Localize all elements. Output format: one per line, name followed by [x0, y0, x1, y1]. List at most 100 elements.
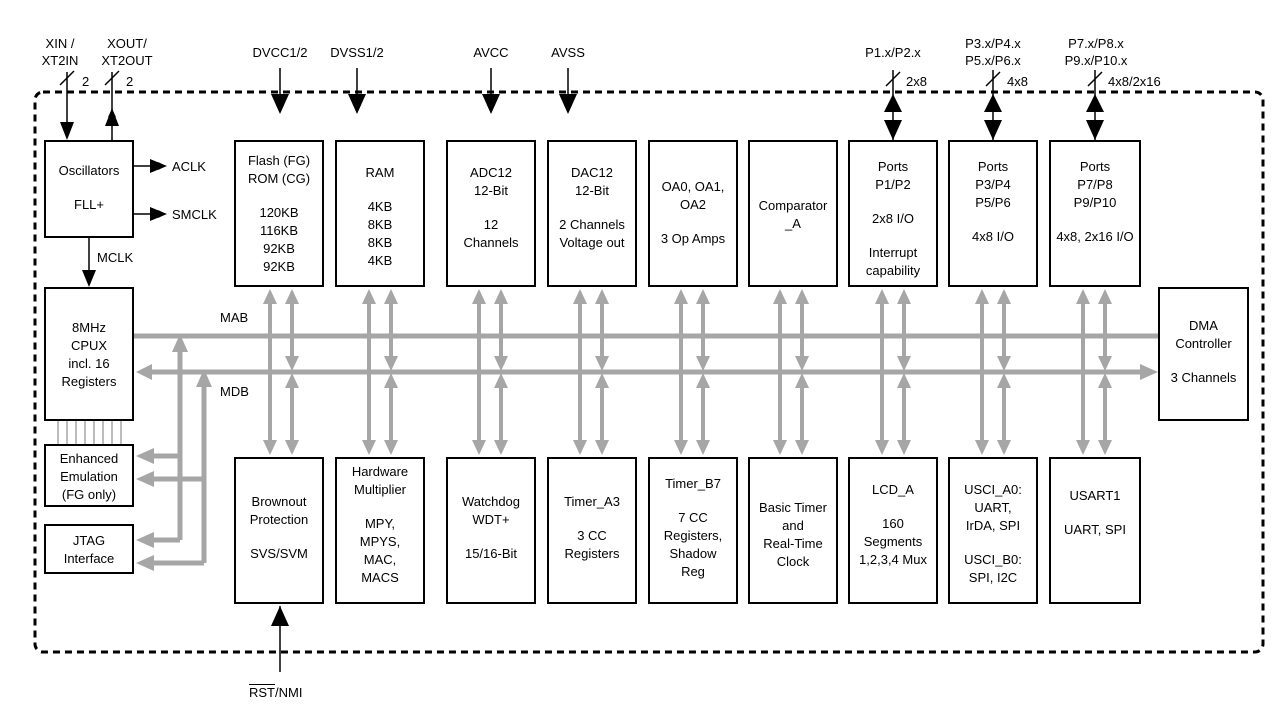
arrowheads — [60, 94, 1104, 626]
emulation-ticks — [57, 421, 122, 444]
ram-line-4: 8KB — [367, 235, 393, 250]
bus-arrow-up-mdb-2-head-up — [494, 289, 508, 304]
bus-arrow-mab-4-head-up — [674, 289, 688, 304]
mult-line-0: Hardware — [351, 464, 409, 479]
p12-line-6: capability — [865, 263, 921, 278]
bus-arrow-down-mdb-5-head-up — [795, 373, 809, 388]
p3456-line-4: 4x8 I/O — [972, 229, 1014, 244]
bus-arrow-down-mdb-6-head-up — [897, 373, 911, 388]
p12-pins-label: P1.x/P2.x — [865, 45, 921, 60]
usci-line-4: USCI_B0: — [964, 552, 1022, 567]
cpu-line-1: CPUX — [70, 338, 108, 353]
mult-line-3: MPY, — [364, 516, 396, 531]
oa-line-1: OA2 — [679, 197, 706, 212]
bus-arrow-mab-0-head-up — [263, 289, 277, 304]
dma-line-1: Controller — [1175, 336, 1232, 351]
comp-line-0: Comparator — [758, 198, 828, 213]
bus-arrow-up-mdb-0-head-up — [285, 289, 299, 304]
p78910-line-4: 4x8, 2x16 I/O — [1056, 229, 1134, 244]
bus-arrow-mab-6-head-down — [875, 440, 889, 455]
bus-arrow-mab-0-head-down — [263, 440, 277, 455]
dac-line-1: 12-Bit — [575, 183, 609, 198]
tb7-line-4: Shadow — [669, 546, 717, 561]
bus-arrow-down-mdb-1-head-up — [384, 373, 398, 388]
bus-arrow-up-mdb-4-head-down — [696, 356, 710, 371]
wdt-line-1: WDT+ — [472, 512, 510, 527]
jtag-line-0: JTAG — [72, 533, 106, 548]
mult-line-1: Multiplier — [353, 482, 406, 497]
brownout-line-0: Brownout — [251, 494, 307, 509]
wdt-line-0: Watchdog — [461, 494, 521, 509]
xin-count: 2 — [82, 74, 90, 89]
bus-arrow-down-mdb-0-head-up — [285, 373, 299, 388]
ram-line-5: 4KB — [367, 253, 393, 268]
ta3-line-3: Registers — [564, 546, 620, 561]
bus-arrow-up-mdb-3-head-down — [595, 356, 609, 371]
tb7-line-5: Reg — [681, 564, 705, 579]
bus-arrow-down-mdb-3-head-up — [595, 373, 609, 388]
osc-line-2: FLL+ — [74, 197, 104, 212]
usci-line-0: USCI_A0: — [964, 482, 1022, 497]
tb7-line-2: 7 CC — [678, 510, 708, 525]
bus-arrow-up-mdb-8-head-down — [1098, 356, 1112, 371]
cpu-line-0: 8MHz — [72, 320, 106, 335]
bus-arrow-mab-3-head-up — [573, 289, 587, 304]
peripheral-bus-connections — [263, 289, 1112, 455]
bus-arrow-down-mdb-4-head-down — [696, 440, 710, 455]
bus-arrow-up-mdb-0-head-down — [285, 356, 299, 371]
dvcc-label: DVCC1/2 — [252, 45, 308, 60]
mclk-label: MCLK — [97, 250, 134, 265]
xout-count: 2 — [126, 74, 134, 89]
aclk-label: ACLK — [172, 159, 206, 174]
lcd-line-0: LCD_A — [872, 482, 914, 497]
lcd-line-3: Segments — [863, 534, 923, 549]
p78910-line-0: Ports — [1079, 159, 1111, 174]
adc-line-1: 12-Bit — [474, 183, 508, 198]
p12-line-1: P1/P2 — [875, 177, 911, 192]
lcd-line-2: 160 — [882, 516, 904, 531]
adc-line-0: ADC12 — [470, 165, 512, 180]
smclk-label: SMCLK — [172, 207, 217, 222]
usci-line-2: IrDA, SPI — [965, 518, 1021, 533]
dac-line-3: 2 Channels — [559, 217, 625, 232]
usart-line-0: USART1 — [1069, 488, 1121, 503]
dvss-label: DVSS1/2 — [330, 45, 384, 60]
mult-line-4: MPYS, — [359, 534, 401, 549]
mdb-label: MDB — [220, 384, 249, 399]
bus-arrow-down-mdb-3-head-down — [595, 440, 609, 455]
bus-arrow-mab-7-head-down — [975, 440, 989, 455]
emu-line-1: Emulation — [60, 469, 118, 484]
bus-arrow-up-mdb-6-head-up — [897, 289, 911, 304]
p78910-line-2: P9/P10 — [1073, 195, 1117, 210]
usci-line-1: UART, — [974, 500, 1012, 515]
dac-line-0: DAC12 — [571, 165, 613, 180]
bus-arrow-mab-4-head-down — [674, 440, 688, 455]
bus-arrow-down-mdb-7-head-up — [997, 373, 1011, 388]
bus-arrow-up-mdb-1-head-up — [384, 289, 398, 304]
ram-line-2: 4KB — [367, 199, 393, 214]
bus-arrow-mab-8-head-up — [1076, 289, 1090, 304]
bus-arrow-up-mdb-4-head-up — [696, 289, 710, 304]
bus-arrow-down-mdb-0-head-down — [285, 440, 299, 455]
cpu-line-3: Registers — [61, 374, 117, 389]
bus-arrow-up-mdb-5-head-down — [795, 356, 809, 371]
btrtc-line-2: Real-Time — [763, 536, 823, 551]
p3456-line-0: Ports — [977, 159, 1009, 174]
bus-arrow-up-mdb-1-head-down — [384, 356, 398, 371]
p12-line-3: 2x8 I/O — [872, 211, 914, 226]
bus-arrow-up-mdb-8-head-up — [1098, 289, 1112, 304]
bus-arrow-mab-7-head-up — [975, 289, 989, 304]
p78910-pins-count: 4x8/2x16 — [1108, 74, 1161, 89]
